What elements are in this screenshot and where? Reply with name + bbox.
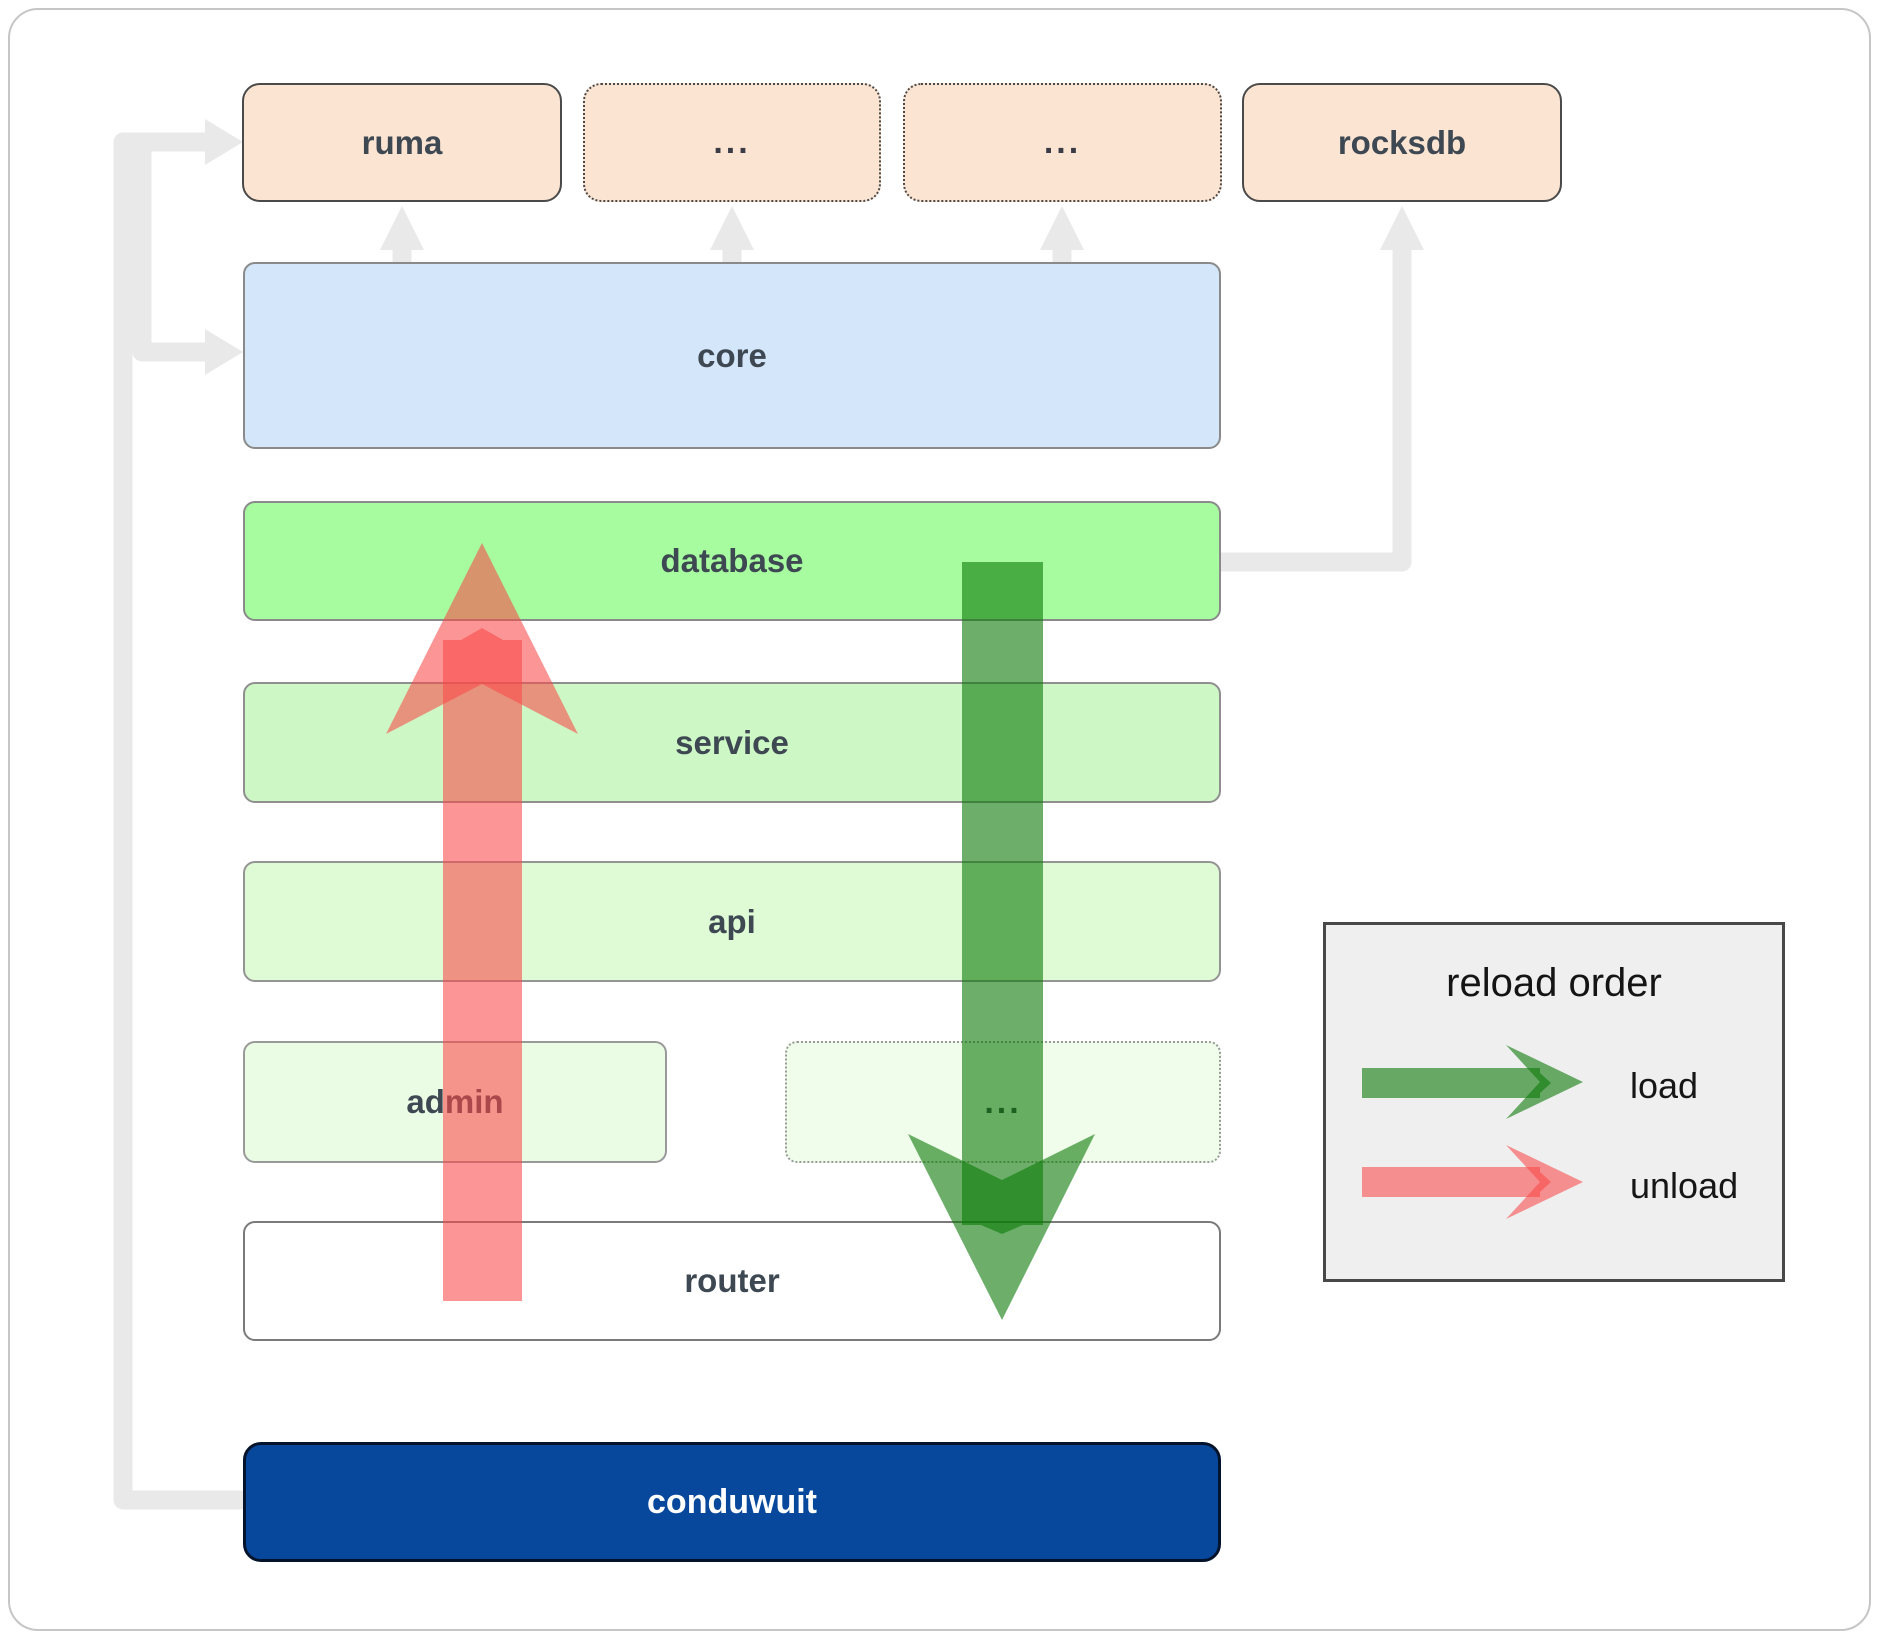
node-api-label: api [708,902,756,940]
node-conduwuit-label: conduwuit [647,1482,817,1521]
node-service-label: service [675,723,789,761]
node-conduwuit: conduwuit [243,1442,1221,1562]
node-database: database [243,501,1221,621]
node-admin: admin [243,1041,667,1163]
legend-load-label: load [1630,1065,1699,1106]
node-router: router [243,1221,1221,1341]
node-ellipsis-top-1-label: ... [713,123,751,161]
node-api: api [243,861,1221,982]
node-rocksdb-label: rocksdb [1337,123,1467,161]
node-service: service [243,682,1221,803]
node-ellipsis-top-1: ... [583,83,881,202]
diagram-border [8,8,1871,1631]
legend-unload-label: unload [1630,1165,1739,1206]
node-ruma: ruma [242,83,562,202]
legend-title: reload order [1446,961,1662,1005]
legend: reload order load unload [1323,922,1785,1282]
node-ellipsis-admin: ... [785,1041,1221,1163]
node-rocksdb: rocksdb [1242,83,1562,202]
node-router-label: router [684,1262,780,1299]
node-ellipsis-top-2: ... [903,83,1222,202]
node-ruma-label: ruma [361,123,443,161]
node-ellipsis-admin-label: ... [984,1082,1022,1121]
node-core: core [243,262,1221,449]
node-ellipsis-top-2-label: ... [1043,123,1082,161]
node-admin-label: admin [406,1083,504,1120]
node-database-label: database [660,542,804,579]
node-core-label: core [697,336,767,374]
